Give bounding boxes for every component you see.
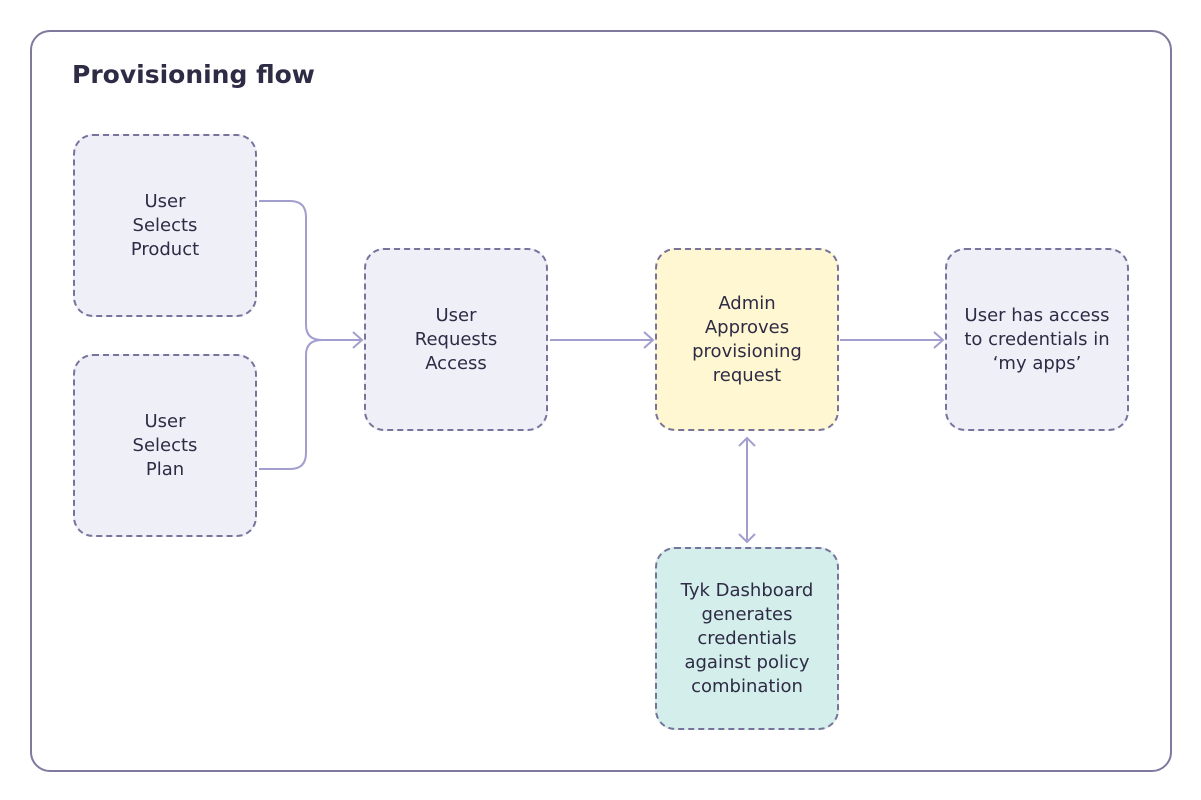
arrowhead-access	[933, 331, 945, 349]
node-label: User Selects Plan	[132, 410, 198, 480]
arrowhead-approve	[643, 331, 655, 349]
node-label: User Requests Access	[414, 304, 498, 374]
arrowhead-request	[352, 331, 364, 349]
node-label: User Selects Product	[130, 190, 200, 260]
arrowhead-down	[738, 533, 756, 544]
node-select-product: User Selects Product	[73, 134, 257, 317]
arrowhead-up	[738, 436, 756, 447]
diagram-title: Provisioning flow	[72, 60, 315, 89]
node-user-access: User has access to credentials in ‘my ap…	[945, 248, 1129, 431]
node-select-plan: User Selects Plan	[73, 354, 257, 537]
diagram-frame	[30, 30, 1172, 772]
node-admin-approves: Admin Approves provisioning request	[655, 248, 839, 431]
node-label: Admin Approves provisioning request	[692, 292, 802, 386]
node-request-access: User Requests Access	[364, 248, 548, 431]
node-label: User has access to credentials in ‘my ap…	[964, 304, 1110, 374]
connector-product-to-request	[259, 200, 323, 341]
node-dashboard-generates: Tyk Dashboard generates credentials agai…	[655, 547, 839, 730]
connector-plan-to-request	[259, 339, 323, 470]
node-label: Tyk Dashboard generates credentials agai…	[680, 579, 814, 697]
